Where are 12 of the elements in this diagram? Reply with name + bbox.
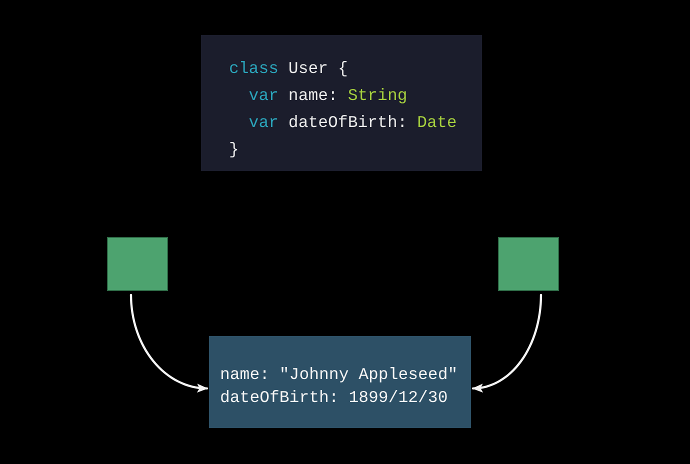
code-line: var dateOfBirth: Date xyxy=(248,112,457,134)
property-text: dateOfBirth: 1899/12/30 xyxy=(220,386,448,408)
code-block xyxy=(201,35,482,171)
code-line: class User { xyxy=(229,58,348,80)
code-line: } xyxy=(229,139,239,161)
curved-arrow xyxy=(472,294,542,393)
reference-box xyxy=(107,237,168,291)
instance-box xyxy=(209,336,471,428)
property-text: name: "Johnny Appleseed" xyxy=(220,364,458,386)
code-line: var name: String xyxy=(248,85,408,107)
curved-arrow xyxy=(130,294,208,393)
reference-box xyxy=(498,237,559,291)
